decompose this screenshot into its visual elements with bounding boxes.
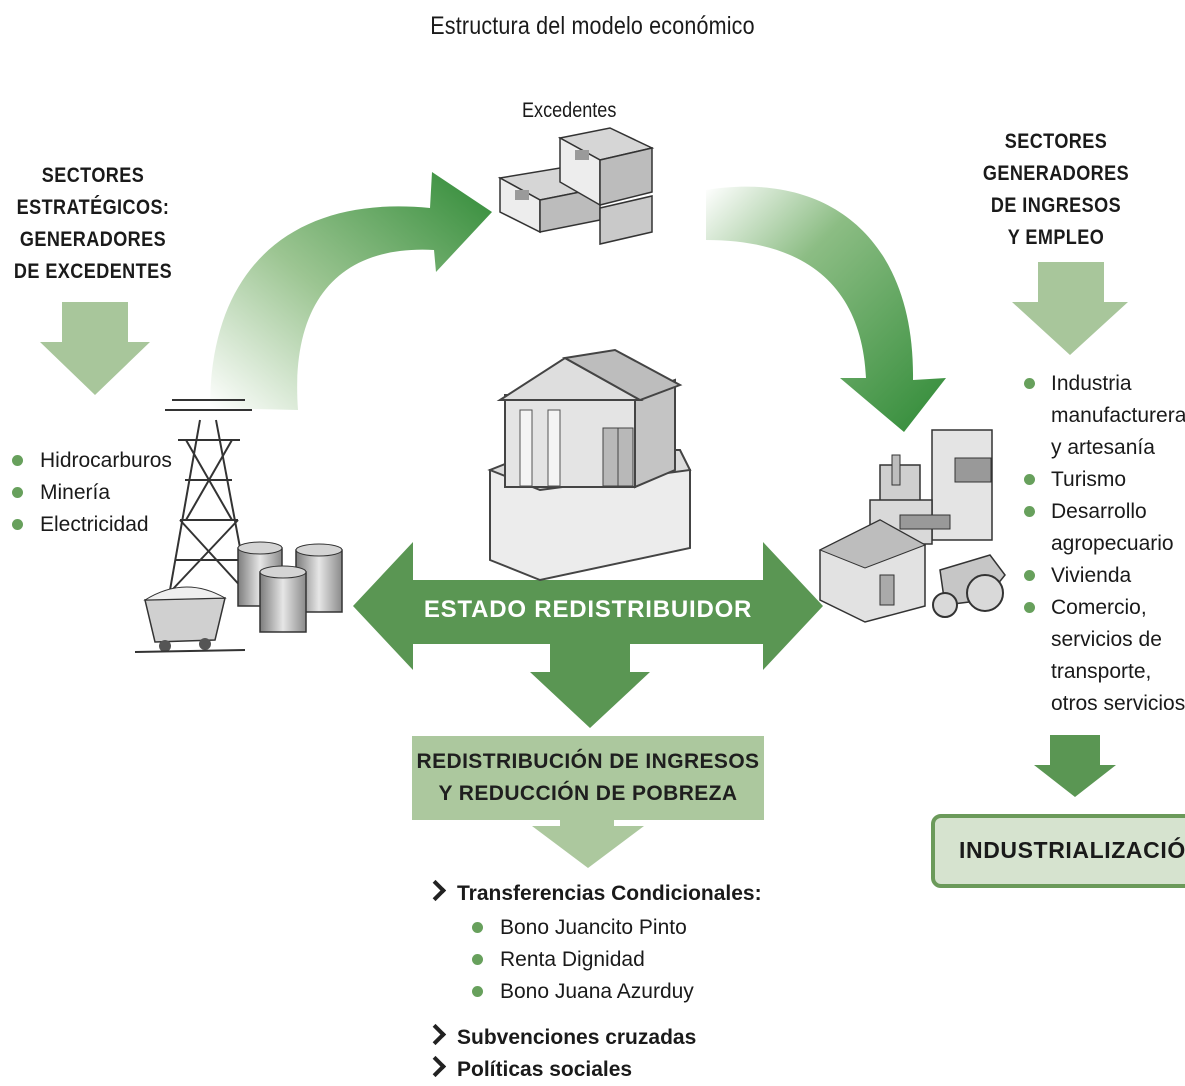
redistribucion-down-arrow	[532, 820, 644, 868]
list-item: Comercio, servicios de transporte, otros…	[1024, 592, 1185, 720]
right-down-arrow	[1012, 262, 1128, 355]
estado-redistribuidor-label: ESTADO REDISTRIBUIDOR	[423, 596, 753, 623]
transferencias-sublist: Bono Juancito Pinto Renta Dignidad Bono …	[472, 912, 762, 1008]
diagram-title: Estructura del modelo económico	[430, 12, 755, 40]
chevron-right-icon	[424, 1023, 447, 1046]
list-item: Vivienda	[1024, 560, 1185, 592]
list-item: Industria manufacturera y artesanía	[1024, 368, 1185, 464]
tractor-illustration	[932, 554, 1006, 618]
money-stacks-illustration	[497, 127, 655, 245]
left-down-arrow	[40, 302, 150, 395]
list-item: Desarrollo agropecuario	[1024, 496, 1185, 560]
excedentes-label: Excedentes	[522, 99, 617, 122]
list-item: Bono Juancito Pinto	[472, 912, 762, 944]
estado-double-arrow	[353, 542, 823, 728]
programs-list: Transferencias Condicionales: Bono Juanc…	[424, 878, 762, 1086]
industrializacion-arrow	[1034, 735, 1116, 797]
right-heading-line: SECTORES	[1004, 130, 1108, 153]
left-sectors-list: Hidrocarburos Minería Electricidad	[12, 445, 172, 541]
extraction-illustration	[165, 399, 252, 591]
state-building-illustration	[487, 348, 692, 582]
list-item: Electricidad	[12, 509, 172, 541]
redistribucion-line: Y REDUCCIÓN DE POBREZA	[438, 782, 738, 805]
curved-arrow-right	[706, 186, 946, 432]
barrels-illustration	[237, 541, 343, 633]
right-heading-line: DE INGRESOS	[990, 194, 1122, 217]
industrializacion-label: INDUSTRIALIZACIÓN	[959, 837, 1185, 863]
program-item: Transferencias Condicionales:	[424, 878, 762, 910]
redistribucion-box: REDISTRIBUCIÓN DE INGRESOS Y REDUCCIÓN D…	[412, 736, 764, 820]
list-item: Turismo	[1024, 464, 1185, 496]
list-item: Renta Dignidad	[472, 944, 762, 976]
left-heading-line: SECTORES	[41, 164, 145, 187]
program-item: Subvenciones cruzadas	[424, 1022, 762, 1054]
left-heading-line: DE EXCEDENTES	[13, 260, 173, 283]
program-item: Políticas sociales	[424, 1054, 762, 1086]
industrializacion-box: INDUSTRIALIZACIÓN	[931, 814, 1185, 888]
chevron-right-icon	[424, 1055, 447, 1078]
right-heading-line: GENERADORES	[982, 162, 1130, 185]
right-heading-line: Y EMPLEO	[1007, 226, 1105, 249]
list-item: Hidrocarburos	[12, 445, 172, 477]
list-item: Bono Juana Azurduy	[472, 976, 762, 1008]
redistribucion-line: REDISTRIBUCIÓN DE INGRESOS	[416, 750, 760, 773]
left-sectors-heading: SECTORES ESTRATÉGICOS: GENERADORES DE EX…	[13, 160, 173, 288]
left-heading-line: GENERADORES	[19, 228, 167, 251]
list-item: Minería	[12, 477, 172, 509]
curved-arrow-left	[210, 172, 492, 410]
right-sectors-heading: SECTORES GENERADORES DE INGRESOS Y EMPLE…	[980, 126, 1131, 254]
right-sectors-list: Industria manufacturera y artesanía Turi…	[1024, 368, 1185, 720]
left-heading-line: ESTRATÉGICOS:	[16, 196, 170, 219]
house-illustration	[818, 519, 927, 623]
chevron-right-icon	[424, 879, 447, 902]
mine-cart-illustration	[134, 586, 246, 653]
